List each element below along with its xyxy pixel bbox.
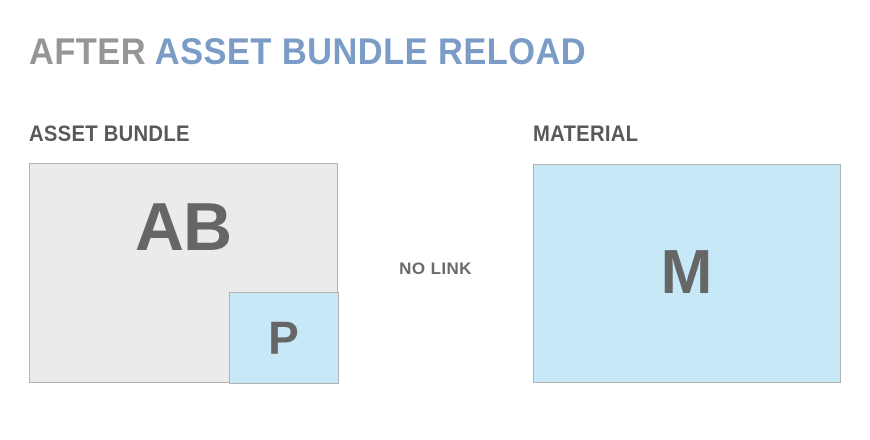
asset-bundle-box: AB P [29,163,339,384]
package-glyph: P [268,311,299,364]
page-title-emphasis: ASSET BUNDLE RELOAD [154,31,587,72]
material-box: M [533,164,841,383]
page-title: AFTER ASSET BUNDLE RELOAD [29,33,586,70]
page-title-prefix: AFTER [29,31,155,72]
package-box: P [229,292,339,384]
asset-bundle-glyph: AB [134,189,232,265]
material-glyph: M [660,238,713,307]
group-label-asset-bundle: ASSET BUNDLE [29,121,190,146]
connector-label-no-link: NO LINK [399,259,472,278]
group-label-material: MATERIAL [533,121,639,146]
